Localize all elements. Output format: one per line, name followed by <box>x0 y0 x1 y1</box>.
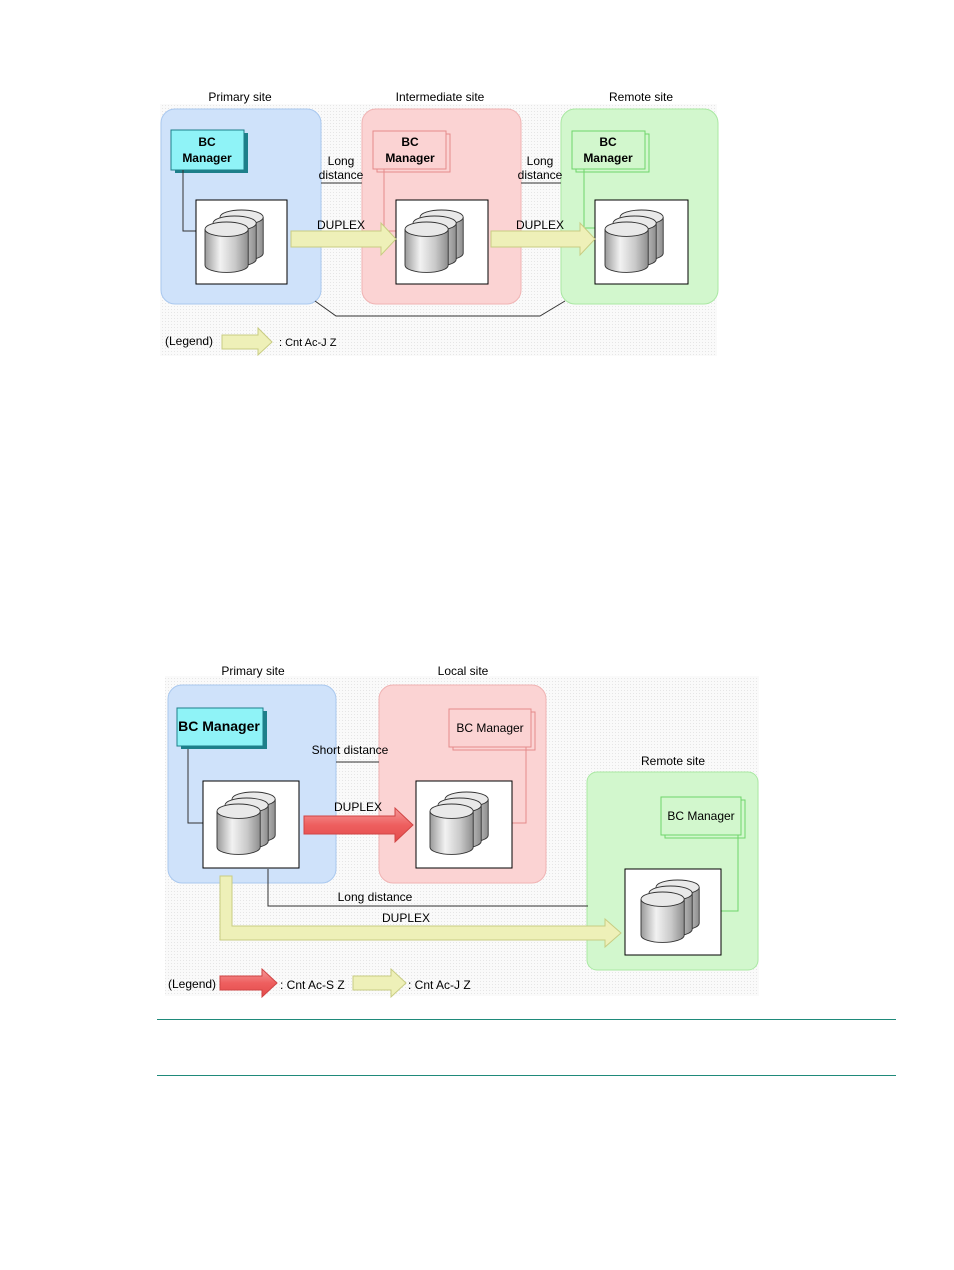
note-top-rule <box>157 1019 896 1020</box>
remote-bc-manager-line2: Manager <box>583 151 633 165</box>
link2-label-line1: Long <box>527 154 554 168</box>
remote-bc-manager: BC Manager <box>572 131 649 172</box>
intermediate-site-label: Intermediate site <box>396 90 485 104</box>
d2-long-link-label: Long distance <box>338 890 413 904</box>
intermediate-bc-manager-line1: BC <box>401 135 419 149</box>
primary-bc-manager-line2: Manager <box>182 151 232 165</box>
intermediate-bc-manager: BC Manager <box>373 131 450 172</box>
d2-local-storage <box>416 781 512 868</box>
d2-remote-storage <box>625 869 721 955</box>
remote-site-label: Remote site <box>609 90 673 104</box>
d2-primary-bc-manager-label: BC Manager <box>178 718 260 734</box>
primary-site-label: Primary site <box>208 90 272 104</box>
primary-bc-manager: BC Manager <box>171 130 248 173</box>
legend2-yellow-text: : Cnt Ac-J Z <box>408 978 471 992</box>
diagram-1: Primary site Intermediate site Remote si… <box>160 90 718 356</box>
link1-label-line2: distance <box>319 168 364 182</box>
d2-remote-bc-manager-label: BC Manager <box>667 809 734 823</box>
diagram-2: Primary site Local site Remote site BC M… <box>165 664 759 997</box>
remote-bc-manager-line1: BC <box>599 135 617 149</box>
d2-primary-storage <box>203 781 299 868</box>
legend2-label: (Legend) <box>168 977 216 991</box>
d2-remote-bc-manager: BC Manager <box>661 797 745 838</box>
d2-local-site-label: Local site <box>438 664 489 678</box>
d2-remote-site-label: Remote site <box>641 754 705 768</box>
d2-long-link-status: DUPLEX <box>382 911 430 925</box>
intermediate-storage <box>396 200 488 284</box>
primary-bc-manager-line1: BC <box>198 135 216 149</box>
legend1-arrow-text: : Cnt Ac-J Z <box>279 337 337 349</box>
remote-storage <box>595 200 688 284</box>
link2-label-line2: distance <box>518 168 563 182</box>
d2-local-bc-manager: BC Manager <box>449 709 535 750</box>
primary-storage <box>196 200 287 284</box>
intermediate-bc-manager-line2: Manager <box>385 151 435 165</box>
d2-short-link-label: Short distance <box>312 743 389 757</box>
d2-short-link-status: DUPLEX <box>334 800 382 814</box>
d2-primary-bc-manager: BC Manager <box>177 708 267 749</box>
legend1-label: (Legend) <box>165 334 213 348</box>
link2-status: DUPLEX <box>516 218 564 232</box>
d2-local-bc-manager-label: BC Manager <box>456 721 523 735</box>
link1-status: DUPLEX <box>317 218 365 232</box>
d2-primary-site-label: Primary site <box>221 664 285 678</box>
legend2-red-text: : Cnt Ac-S Z <box>280 978 345 992</box>
note-bottom-rule <box>157 1075 896 1076</box>
link1-label-line1: Long <box>328 154 355 168</box>
